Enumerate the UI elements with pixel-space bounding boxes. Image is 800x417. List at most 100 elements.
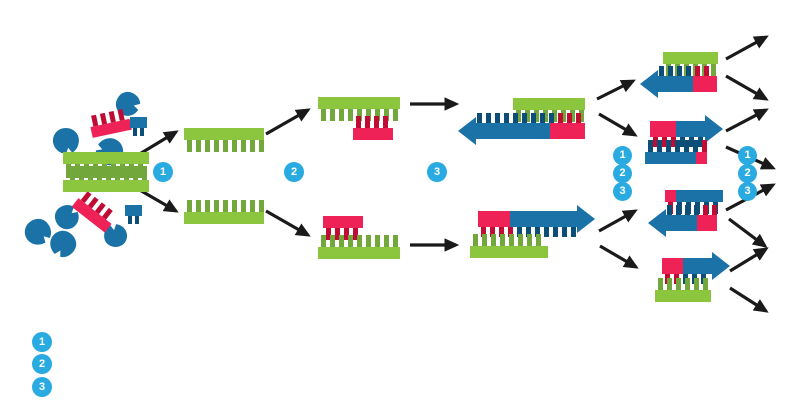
polymerase-direction-arrowhead (458, 117, 476, 145)
strand-spine (184, 128, 264, 140)
strand-tooth (553, 227, 558, 237)
strand-tooth (486, 113, 491, 123)
strand-tooth (330, 235, 335, 247)
strand-tooth (330, 109, 335, 121)
strand-tooth (66, 164, 71, 178)
strand-tooth (232, 200, 237, 212)
strand-tooth (375, 109, 380, 121)
cycle2-badge-1: 1 (613, 146, 632, 165)
strand-tooth (321, 235, 326, 247)
step-2-badge: 2 (284, 162, 304, 182)
strand-tooth (659, 66, 664, 76)
strand-spine (665, 190, 723, 202)
strand-tooth (321, 109, 326, 121)
new-strand-arrow (648, 199, 717, 239)
template-strand (184, 128, 264, 152)
primer-segment (478, 211, 510, 227)
strand-tooth (108, 110, 116, 123)
strand-tooth (689, 137, 694, 147)
new-strand-arrow (650, 115, 723, 155)
cycle2-badge-3: 3 (613, 182, 632, 201)
strand-tooth (562, 227, 567, 237)
strand-tooth (187, 200, 192, 212)
strand-tooth (662, 137, 667, 147)
strand-tooth (128, 216, 132, 224)
strand-tooth (353, 228, 358, 240)
primer-segment (697, 215, 717, 231)
strand-tooth (384, 109, 389, 121)
strand-tooth (79, 166, 84, 180)
strand-spine (125, 205, 142, 216)
strand-tooth (694, 205, 699, 215)
strand-tooth (99, 112, 108, 125)
strand-tooth (366, 109, 371, 121)
strand-tooth (680, 137, 685, 147)
strand-tooth (120, 164, 125, 178)
primer-segment (662, 258, 683, 274)
legend-badge-2: 2 (32, 354, 52, 374)
strand-tooth (667, 205, 672, 215)
strand-tooth (84, 164, 89, 178)
step-3-badge: 3 (427, 162, 447, 182)
strand-tooth (241, 200, 246, 212)
strand-tooth (241, 140, 246, 152)
strand-tooth (102, 164, 107, 178)
strand-tooth (703, 205, 708, 215)
strand-tooth (703, 278, 708, 290)
polymerase-direction-arrowhead (648, 209, 666, 237)
strand-tooth (339, 235, 344, 247)
annealed-primer (353, 116, 393, 140)
copied-strand (645, 140, 707, 164)
strand-tooth (187, 140, 192, 152)
strand-tooth (117, 109, 125, 121)
strand-tooth (102, 207, 113, 220)
cycle3-badge-1: 1 (738, 146, 757, 165)
strand-tooth (482, 234, 487, 246)
strand-tooth (525, 110, 530, 122)
strand-tooth (508, 227, 513, 237)
nucleotide (125, 205, 142, 225)
strand-tooth (500, 234, 505, 246)
strand-tooth (384, 235, 389, 247)
flow-arrow (265, 209, 311, 237)
polymerase-direction-arrowhead (640, 70, 658, 98)
new-strand-arrow (478, 205, 595, 245)
legend-badge-3: 3 (32, 377, 52, 397)
strand-tooth (214, 200, 219, 212)
flow-arrow (725, 108, 769, 133)
new-strand-arrow (458, 107, 585, 147)
strand-spine (318, 247, 400, 259)
strand-tooth (140, 128, 144, 136)
strand-tooth (93, 164, 98, 178)
strand-tooth (657, 140, 662, 152)
template-strand (470, 234, 548, 258)
strand-tooth (196, 200, 201, 212)
strand-tooth (124, 166, 129, 180)
strand-tooth (335, 228, 340, 240)
strand-tooth (75, 164, 80, 178)
strand-tooth (711, 64, 716, 76)
strand-tooth (518, 234, 523, 246)
strand-tooth (491, 234, 496, 246)
strand-spine (323, 216, 363, 228)
strand-tooth (129, 164, 134, 178)
flow-arrow (598, 112, 638, 137)
strand-tooth (375, 235, 380, 247)
strand-spine (318, 97, 400, 109)
strand-tooth (356, 116, 361, 128)
strand-tooth (513, 113, 518, 123)
template-strand (318, 235, 400, 259)
strand-tooth (142, 166, 147, 180)
strand-tooth (517, 227, 522, 237)
strand-tooth (374, 116, 379, 128)
strand-tooth (259, 200, 264, 212)
strand-tooth (671, 137, 676, 147)
nucleotide (130, 117, 147, 137)
strand-tooth (133, 128, 137, 136)
template-strand (655, 278, 711, 302)
template-strand (513, 98, 585, 122)
strand-tooth (535, 227, 540, 237)
strand-tooth (88, 166, 93, 180)
flow-arrow (728, 217, 768, 248)
